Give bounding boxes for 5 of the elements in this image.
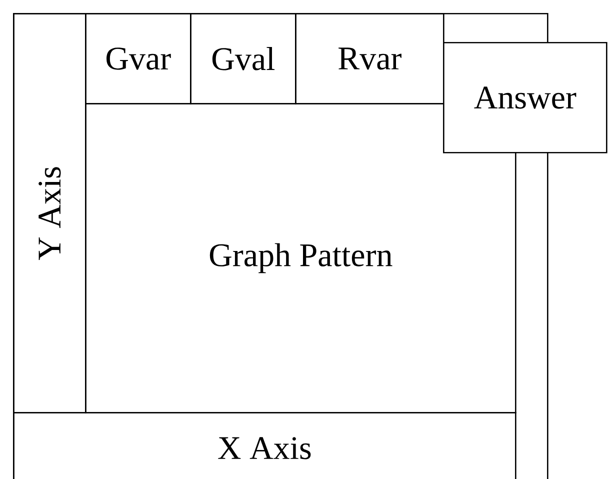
axis-box: Y Axis — [13, 13, 86, 414]
axis-box: X Axis — [13, 412, 516, 479]
answer-box: Answer — [443, 42, 608, 154]
label-box: Gvar — [85, 13, 192, 104]
label-box: Gval — [190, 13, 296, 104]
